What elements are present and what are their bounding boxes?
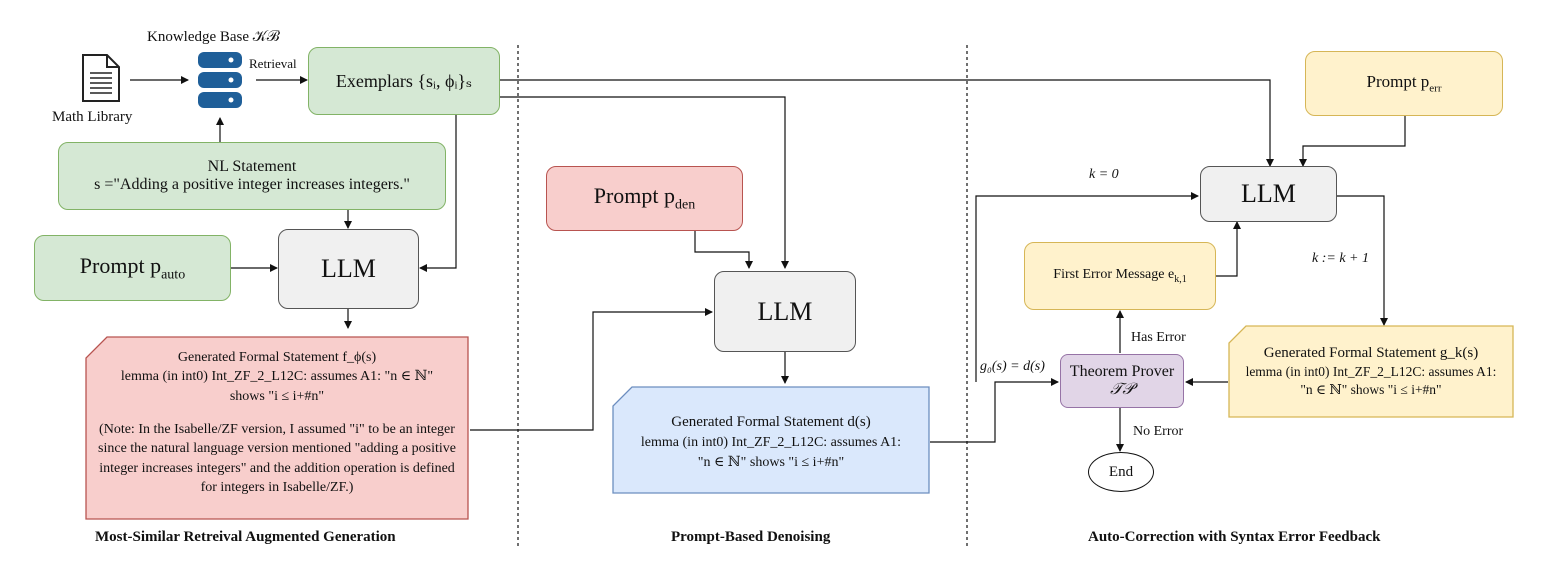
exemplars-box: Exemplars {sᵢ, ϕᵢ}ₛ (308, 47, 500, 115)
gen-f-line1: lemma (in int0) Int_ZF_2_L12C: assumes A… (120, 369, 434, 385)
theorem-prover-symbol: 𝒯𝒫 (1110, 381, 1134, 398)
arrow-pden-llm (694, 231, 753, 269)
first-error-text: First Error Message ek,1 (1053, 267, 1186, 285)
retrieval-label: Retrieval (249, 56, 297, 71)
exemplars-label: Exemplars {sᵢ, ϕᵢ}ₛ (335, 70, 473, 91)
no-error-label: No Error (1133, 424, 1184, 439)
llm-mid-box: LLM (714, 271, 856, 352)
first-error-box: First Error Message ek,1 (1024, 242, 1216, 310)
generated-formal-statement-d: Generated Formal Statement d(s) lemma (i… (612, 386, 930, 494)
k-increment-label: k := k + 1 (1312, 251, 1369, 266)
gen-f-text: Generated Formal Statement f_ϕ(s) lemma … (85, 348, 469, 497)
has-error-label: Has Error (1131, 330, 1186, 345)
nl-statement-text: s ="Adding a positive integer increases … (94, 176, 410, 193)
gen-d-title: Generated Formal Statement d(s) (671, 414, 871, 430)
gen-g-title: Generated Formal Statement g_k(s) (1263, 345, 1479, 361)
prompt-auto-label: Prompt p (79, 252, 162, 278)
g0-label: g₀(s) = d(s) (980, 359, 1045, 374)
k-zero-label: k = 0 (1089, 167, 1119, 182)
prompt-err-sub: err (1429, 82, 1442, 95)
prompt-err-text: Prompt perr (1366, 72, 1441, 94)
gen-d-line2: "n ∈ ℕ" shows "i ≤ i+#n" (697, 454, 845, 470)
llm-right-label: LLM (1241, 179, 1296, 208)
arrow-gen-llm-mid (470, 308, 713, 431)
llm-mid-label: LLM (757, 296, 813, 326)
gen-f-title: Generated Formal Statement f_ϕ(s) (177, 350, 377, 365)
prompt-auto-text: Prompt pauto (80, 253, 185, 283)
prompt-den-sub: den (675, 197, 696, 213)
llm-right-box: LLM (1200, 166, 1337, 222)
end-node: End (1088, 452, 1154, 492)
arrow-perr-llm (1299, 116, 1406, 167)
prompt-den-box: Prompt pden (546, 166, 743, 231)
gen-g-line2: "n ∈ ℕ" shows "i ≤ i+#n" (1300, 382, 1442, 398)
math-library-label: Math Library (52, 109, 133, 125)
prompt-auto-box: Prompt pauto (34, 235, 231, 301)
arrow-k0-llm (975, 192, 1199, 382)
end-label: End (1108, 463, 1134, 480)
first-error-label: First Error Message e (1053, 267, 1175, 283)
prompt-den-label: Prompt p (593, 183, 676, 209)
generated-formal-statement-f: Generated Formal Statement f_ϕ(s) lemma … (85, 336, 469, 520)
caption-right: Auto-Correction with Syntax Error Feedba… (1088, 529, 1381, 545)
knowledge-base-label: Knowledge Base 𝒦ℬ (147, 29, 280, 45)
prompt-den-text: Prompt pden (594, 183, 696, 213)
arrow-llm-gk (1337, 195, 1388, 326)
gen-d-text: Generated Formal Statement d(s) lemma (i… (612, 412, 930, 472)
database-icon (196, 46, 244, 110)
arrow-error-llm (1216, 221, 1241, 277)
document-icon (81, 53, 121, 103)
llm-left-box: LLM (278, 229, 419, 309)
gen-f-line2: shows "i ≤ i+#n" (229, 388, 325, 404)
nl-statement-box: NL Statement s ="Adding a positive integ… (58, 142, 446, 210)
first-error-sub: k,1 (1174, 273, 1187, 285)
prompt-auto-sub: auto (161, 267, 186, 283)
arrow-d-tp (930, 378, 1059, 443)
arrow-exemplars-llm-mid (500, 96, 789, 269)
gen-d-line1: lemma (in int0) Int_ZF_2_L12C: assumes A… (640, 435, 902, 450)
prompt-err-box: Prompt perr (1305, 51, 1503, 116)
nl-statement-title: NL Statement (207, 158, 297, 175)
generated-formal-statement-g: Generated Formal Statement g_k(s) lemma … (1228, 325, 1514, 418)
gen-f-note: (Note: In the Isabelle/ZF version, I ass… (98, 421, 456, 495)
caption-middle: Prompt-Based Denoising (671, 529, 831, 545)
arrow-exemplars-llm-left (419, 115, 457, 272)
theorem-prover-title: Theorem Prover (1069, 363, 1175, 380)
llm-left-label: LLM (321, 254, 376, 283)
arrow-exemplars-llm-right (500, 79, 1274, 167)
prompt-err-label: Prompt p (1366, 72, 1430, 92)
gen-g-text: Generated Formal Statement g_k(s) lemma … (1228, 343, 1514, 400)
caption-left: Most-Similar Retreival Augmented Generat… (95, 529, 396, 545)
theorem-prover-box: Theorem Prover 𝒯𝒫 (1060, 354, 1184, 408)
gen-g-line1: lemma (in int0) Int_ZF_2_L12C: assumes A… (1245, 364, 1497, 380)
